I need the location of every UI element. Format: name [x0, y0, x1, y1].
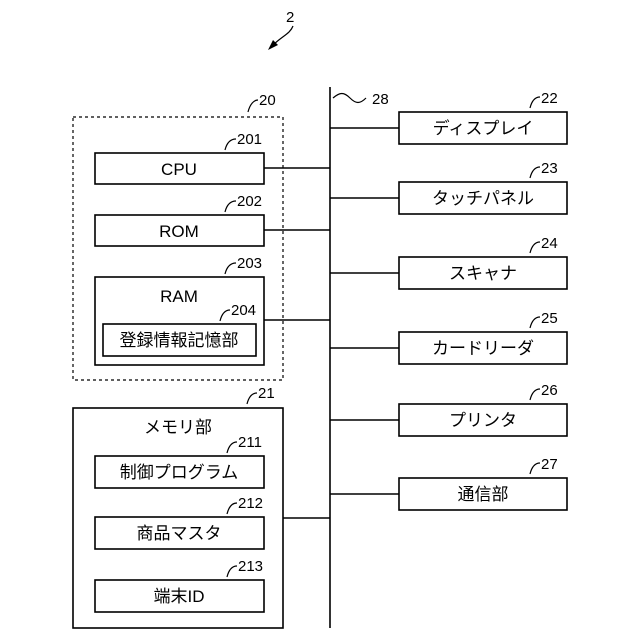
- controller-ref-number: 20: [259, 92, 276, 109]
- registration-storage-label: 登録情報記憶部: [120, 331, 239, 350]
- rom-label: ROM: [159, 222, 199, 241]
- display-leader: [530, 97, 540, 108]
- ram-leader: [225, 263, 236, 274]
- terminal-id-label: 端末ID: [154, 587, 205, 606]
- printer-label: プリンタ: [449, 411, 517, 430]
- cpu-label: CPU: [161, 160, 197, 179]
- cpu-leader: [225, 139, 236, 150]
- control-program-ref-number: 211: [238, 434, 262, 451]
- bus-ref-number: 28: [372, 91, 389, 108]
- memory-ref-number: 21: [258, 385, 275, 402]
- card-reader-leader: [530, 317, 540, 328]
- card-reader-ref-number: 25: [541, 310, 558, 327]
- communication-ref-number: 27: [541, 456, 558, 473]
- registration-storage-ref-number: 204: [231, 302, 256, 319]
- touch-panel-leader: [530, 167, 540, 178]
- display-ref-number: 22: [541, 90, 558, 107]
- product-master-label: 商品マスタ: [137, 524, 222, 543]
- control-program-label: 制御プログラム: [120, 463, 239, 482]
- cpu-ref-number: 201: [237, 131, 262, 148]
- scanner-leader: [530, 242, 540, 253]
- display-label: ディスプレイ: [433, 118, 534, 138]
- communication-leader: [530, 463, 540, 474]
- touch-panel-label: タッチパネル: [432, 189, 534, 208]
- card-reader-label: カードリーダ: [432, 339, 534, 358]
- terminal-id-ref-number: 213: [238, 558, 263, 575]
- rom-leader: [225, 201, 236, 212]
- controller-leader: [248, 100, 258, 112]
- bus-leader: [333, 94, 366, 103]
- system-ref-number: 2: [286, 9, 294, 26]
- product-master-ref-number: 212: [238, 495, 263, 512]
- scanner-ref-number: 24: [541, 235, 558, 252]
- ram-ref-number: 203: [237, 255, 262, 272]
- scanner-label: スキャナ: [449, 264, 517, 283]
- printer-leader: [530, 389, 540, 400]
- memory-label: メモリ部: [144, 418, 212, 437]
- memory-leader: [247, 393, 257, 404]
- rom-ref-number: 202: [237, 193, 262, 210]
- communication-label: 通信部: [458, 485, 509, 504]
- touch-panel-ref-number: 23: [541, 160, 558, 177]
- printer-ref-number: 26: [541, 382, 558, 399]
- ram-label: RAM: [160, 287, 198, 306]
